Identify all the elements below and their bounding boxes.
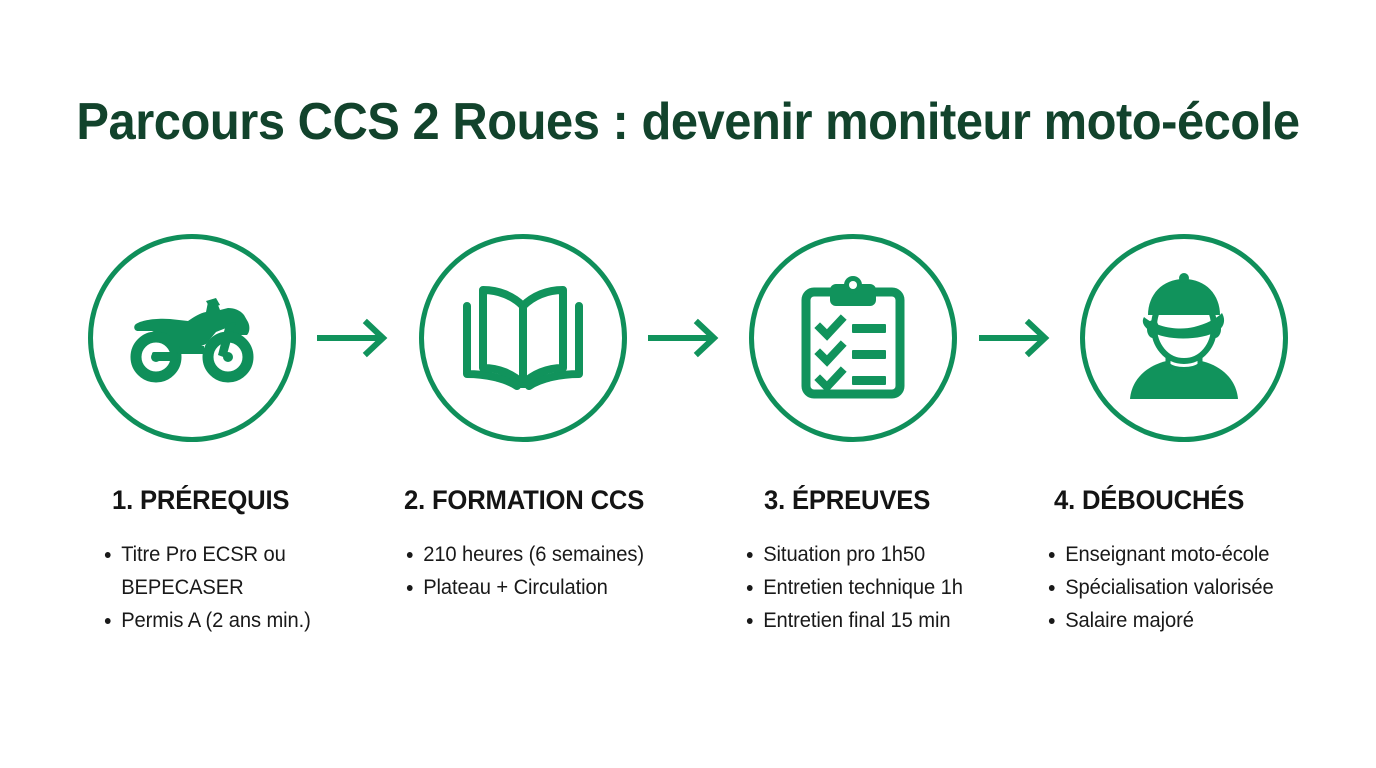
list-item: Entretien final 15 min [744,604,1026,637]
step-3-column: 3. ÉPREUVES Situation pro 1h50 Entretien… [728,484,1038,637]
list-item: Salaire majoré [1046,604,1319,637]
arrow-right-icon-1 [311,313,403,363]
instructor-person-icon [1122,273,1246,403]
steps-detail-columns: 1. PRÉREQUIS Titre Pro ECSR ou BEPECASER… [60,484,1330,684]
list-item: Entretien technique 1h [744,571,1026,604]
list-item: Situation pro 1h50 [744,538,1026,571]
list-item: Spécialisation valorisée [1046,571,1319,604]
step-3-icon-circle [749,234,958,442]
step-1-column: 1. PRÉREQUIS Titre Pro ECSR ou BEPECASER… [60,484,390,637]
step-2-heading: 2. FORMATION CCS [404,485,645,515]
process-flow-row [88,232,1288,444]
step-1-icon-circle [88,234,296,442]
list-item: Plateau + Circulation [404,571,715,604]
step-1-bullet-list: Titre Pro ECSR ou BEPECASER Permis A (2 … [102,538,390,637]
step-4-icon-circle [1079,234,1288,442]
motorcycle-icon [130,288,254,388]
list-item: Permis A (2 ans min.) [102,604,378,637]
arrow-right-icon-2 [642,313,734,363]
step-2-bullet-list: 210 heures (6 semaines) Plateau + Circul… [404,538,728,604]
step-1-heading: 1. PRÉREQUIS [112,485,290,515]
step-3-heading: 3. ÉPREUVES [764,485,931,515]
step-2-icon-circle [418,234,627,442]
open-book-icon [457,280,589,396]
step-2-column: 2. FORMATION CCS 210 heures (6 semaines)… [390,484,728,604]
step-4-bullet-list: Enseignant moto-école Spécialisation val… [1046,538,1330,637]
clipboard-checklist-icon [800,276,906,400]
list-item: Enseignant moto-école [1046,538,1319,571]
arrow-right-icon-3 [973,313,1065,363]
step-4-column: 4. DÉBOUCHÉS Enseignant moto-école Spéci… [1038,484,1330,637]
page-title: Parcours CCS 2 Roues : devenir moniteur … [76,93,1300,151]
list-item: Titre Pro ECSR ou BEPECASER [102,538,378,604]
step-4-heading: 4. DÉBOUCHÉS [1054,485,1245,515]
list-item: 210 heures (6 semaines) [404,538,715,571]
step-3-bullet-list: Situation pro 1h50 Entretien technique 1… [744,538,1038,637]
